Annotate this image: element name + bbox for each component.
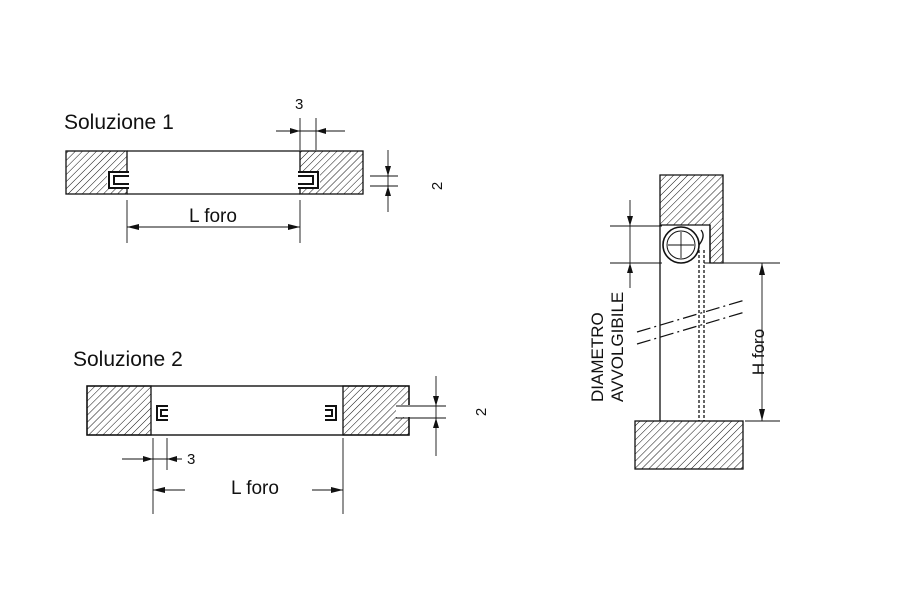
solution-2-depth-label: 2 <box>473 408 490 416</box>
roller-diameter-label-line1: DIAMETRO <box>588 312 607 402</box>
sill-block <box>634 420 744 470</box>
side-view-diagram: DIAMETRO AVVOLGIBILE H foro <box>588 174 780 470</box>
solution-1-title: Soluzione 1 <box>64 111 174 134</box>
roller-diameter-label-line2: AVVOLGIBILE <box>608 292 627 402</box>
solution-2-title: Soluzione 2 <box>73 348 183 371</box>
left-guide-rail <box>156 405 168 421</box>
solution-2-gap-label: 3 <box>187 451 195 468</box>
right-guide-rail <box>325 405 337 421</box>
left-wall <box>86 385 152 436</box>
solution-2-diagram: Soluzione 2 2 3 L foro <box>73 348 490 514</box>
solution-1-gap-label: 3 <box>295 96 303 113</box>
solution-1-diagram: Soluzione 1 3 2 L <box>64 96 446 243</box>
right-guide-rail <box>298 171 319 189</box>
solution-2-width-label: L foro <box>231 478 279 499</box>
left-guide-rail <box>108 171 129 189</box>
opening-height-label: H foro <box>749 329 768 375</box>
solution-1-depth-label: 2 <box>429 182 446 190</box>
solution-1-width-label: L foro <box>189 206 237 227</box>
